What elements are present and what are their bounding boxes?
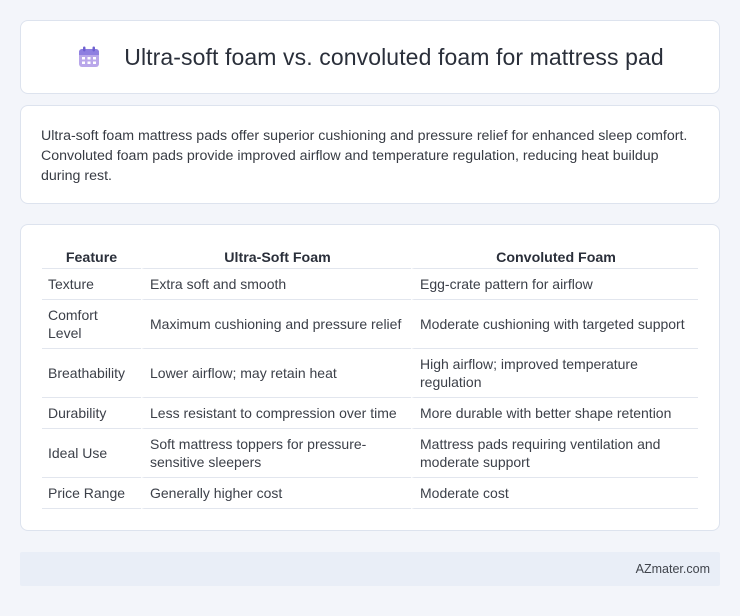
convoluted-cell: Moderate cushioning with targeted suppor…: [411, 300, 698, 349]
ultra-soft-cell: Soft mattress toppers for pressure-sensi…: [141, 429, 411, 478]
convoluted-cell: High airflow; improved temperature regul…: [411, 349, 698, 398]
feature-cell: Texture: [42, 269, 141, 300]
header-convoluted-foam: Convoluted Foam: [411, 245, 698, 269]
feature-cell: Price Range: [42, 478, 141, 509]
header-ultra-soft-foam: Ultra-Soft Foam: [141, 245, 411, 269]
ultra-soft-cell: Extra soft and smooth: [141, 269, 411, 300]
table-row: Texture Extra soft and smooth Egg-crate …: [42, 269, 698, 300]
ultra-soft-cell: Maximum cushioning and pressure relief: [141, 300, 411, 349]
table-header-row: Feature Ultra-Soft Foam Convoluted Foam: [42, 245, 698, 269]
convoluted-cell: Mattress pads requiring ventilation and …: [411, 429, 698, 478]
footer-bar: AZmater.com: [20, 552, 720, 586]
feature-cell: Comfort Level: [42, 300, 141, 349]
table-row: Durability Less resistant to compression…: [42, 398, 698, 429]
ultra-soft-cell: Lower airflow; may retain heat: [141, 349, 411, 398]
comparison-table-card: Feature Ultra-Soft Foam Convoluted Foam …: [20, 224, 720, 531]
ultra-soft-cell: Generally higher cost: [141, 478, 411, 509]
table-row: Breathability Lower airflow; may retain …: [42, 349, 698, 398]
convoluted-cell: Egg-crate pattern for airflow: [411, 269, 698, 300]
table-row: Ideal Use Soft mattress toppers for pres…: [42, 429, 698, 478]
table-row: Comfort Level Maximum cushioning and pre…: [42, 300, 698, 349]
summary-text: Ultra-soft foam mattress pads offer supe…: [41, 128, 688, 184]
feature-cell: Ideal Use: [42, 429, 141, 478]
comparison-table: Feature Ultra-Soft Foam Convoluted Foam …: [42, 245, 698, 509]
feature-cell: Durability: [42, 398, 141, 429]
feature-cell: Breathability: [42, 349, 141, 398]
calendar-icon: [76, 44, 102, 70]
page-title: Ultra-soft foam vs. convoluted foam for …: [124, 43, 664, 70]
convoluted-cell: Moderate cost: [411, 478, 698, 509]
summary-card: Ultra-soft foam mattress pads offer supe…: [20, 105, 720, 204]
ultra-soft-cell: Less resistant to compression over time: [141, 398, 411, 429]
footer-brand: AZmater.com: [635, 562, 710, 576]
table-row: Price Range Generally higher cost Modera…: [42, 478, 698, 509]
title-card: Ultra-soft foam vs. convoluted foam for …: [20, 20, 720, 94]
header-feature: Feature: [42, 245, 141, 269]
convoluted-cell: More durable with better shape retention: [411, 398, 698, 429]
